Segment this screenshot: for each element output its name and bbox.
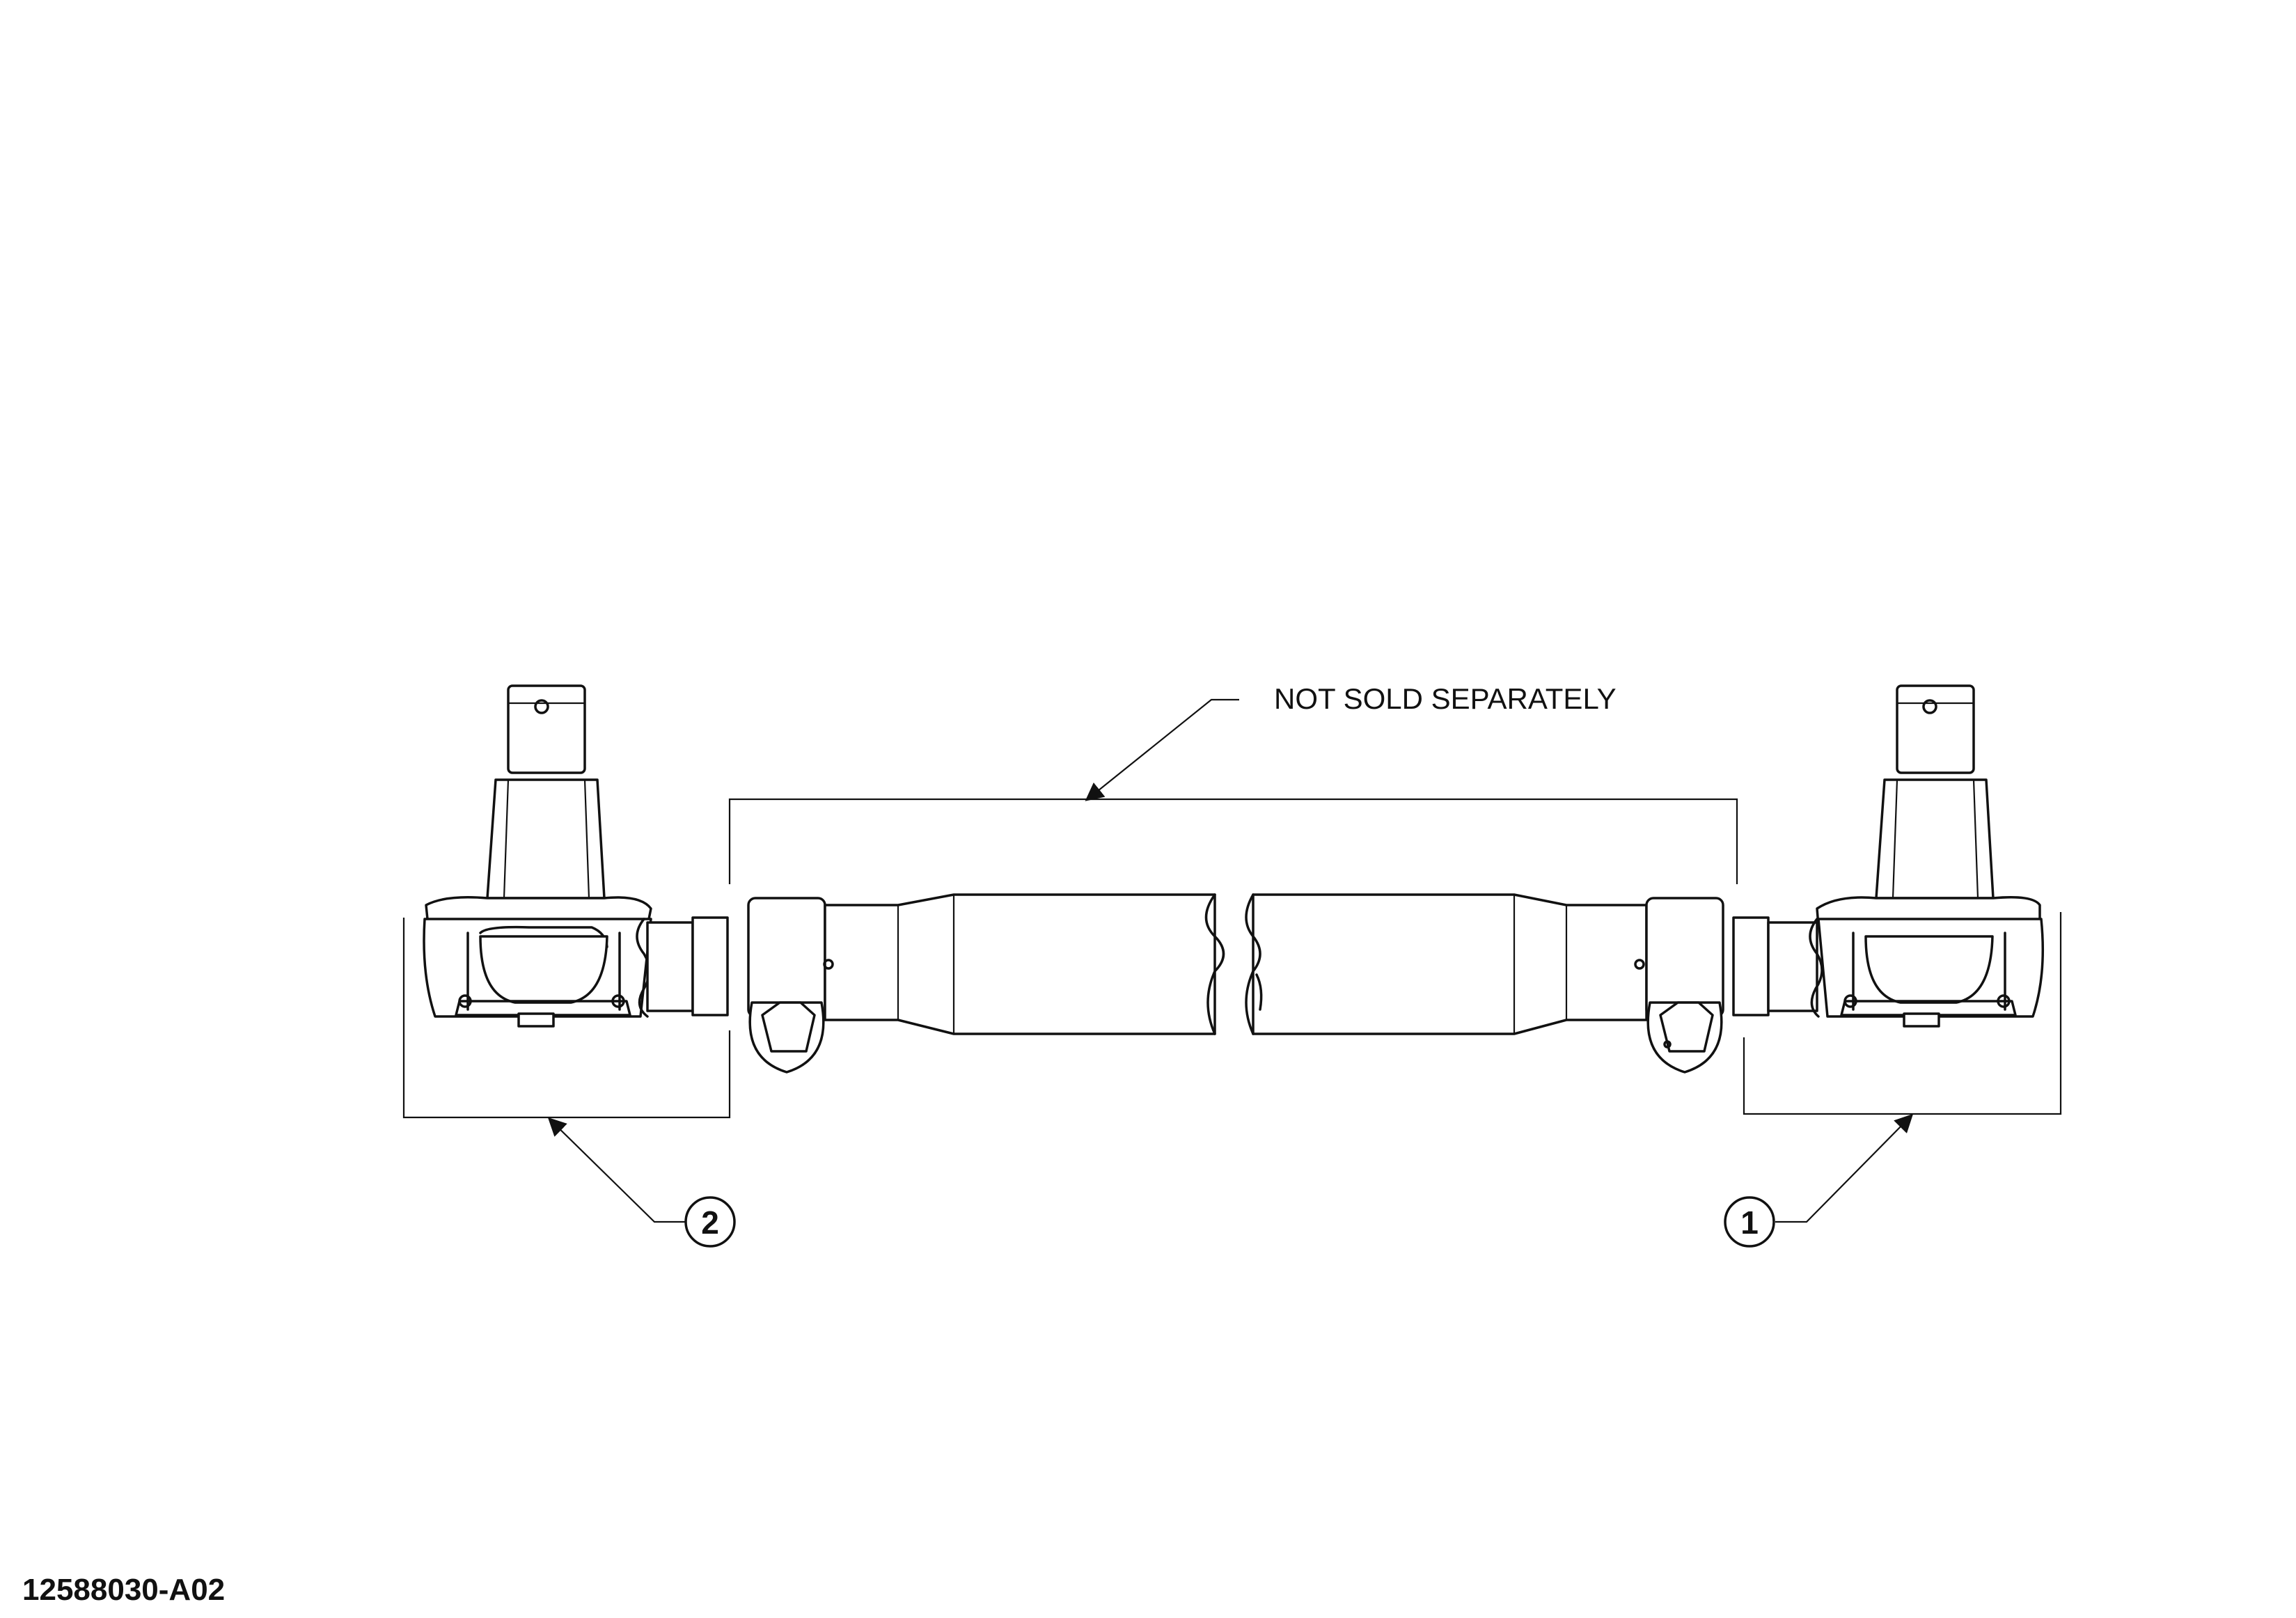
callout-1-circle (1724, 1196, 1775, 1248)
not-sold-separately-label: NOT SOLD SEPARATELY (1274, 682, 1617, 715)
callout-2-circle (684, 1196, 736, 1248)
callout-2: 2 (684, 1196, 736, 1248)
not-sold-separately-bracket (728, 698, 1738, 884)
right-tie-rod-end (1732, 684, 2044, 1028)
drawing-id: 12588030-A02 (22, 1573, 225, 1607)
left-tie-rod-end (423, 684, 729, 1028)
tie-rod-tube (747, 893, 1724, 1074)
callout-1: 1 (1724, 1196, 1775, 1248)
callout-2-number: 2 (701, 1204, 719, 1241)
callout-2-bracket (402, 918, 731, 1223)
callout-1-number: 1 (1740, 1204, 1759, 1241)
callout-1-bracket (1743, 912, 2062, 1223)
